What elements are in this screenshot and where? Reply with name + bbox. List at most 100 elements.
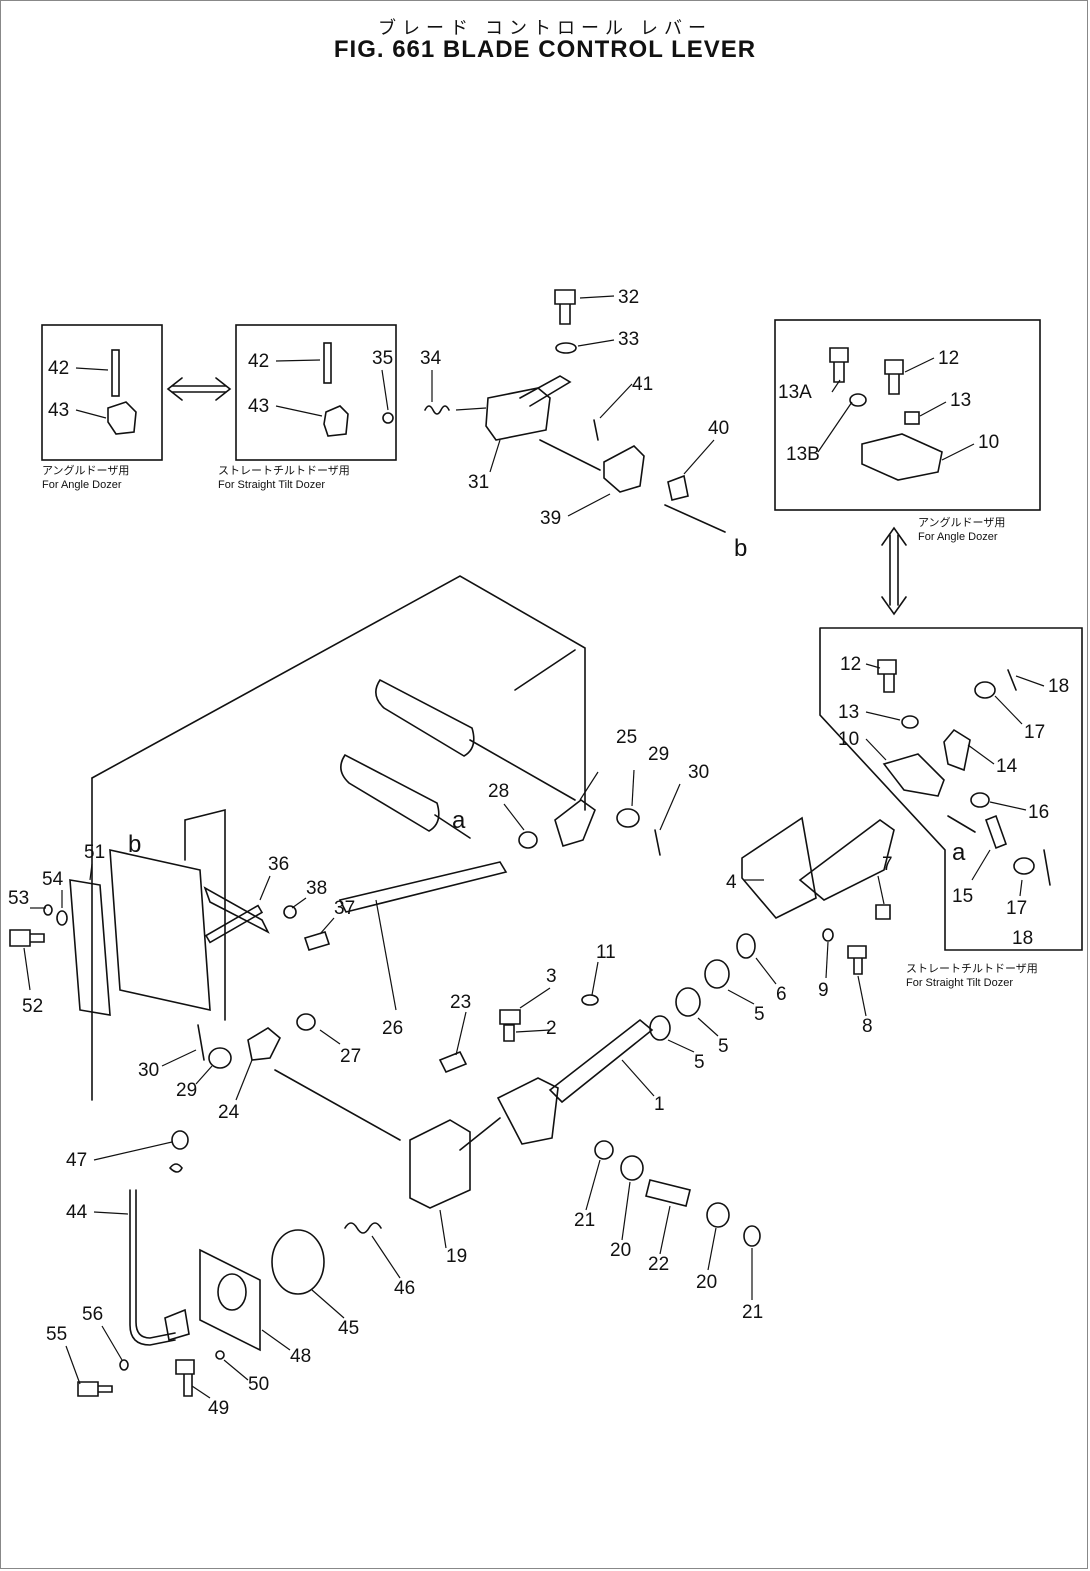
console-top-edge (91, 575, 586, 811)
callout-45: 45 (338, 1318, 359, 1339)
caption-straight-en-bottom: For Straight Tilt Dozer (906, 977, 1013, 989)
lever-44 (129, 1189, 176, 1346)
plate-48-hole (217, 1273, 247, 1311)
callout-51: 51 (84, 842, 105, 863)
callout-21: 21 (574, 1210, 595, 1231)
bolt-52 (9, 929, 45, 947)
washer-56 (119, 1359, 129, 1371)
callout-50: 50 (248, 1374, 269, 1395)
nut-16 (970, 792, 990, 808)
pin-41 (593, 419, 599, 441)
nut-27 (296, 1013, 316, 1031)
callout-44: 44 (66, 1202, 88, 1223)
callout-22: 22 (648, 1254, 669, 1275)
lever-44-bracket (164, 1308, 190, 1342)
callout-13: 13 (950, 390, 971, 411)
pin-22 (645, 1179, 691, 1207)
bolt-49 (175, 1359, 195, 1397)
pin-30-lower (197, 1024, 205, 1061)
bolt-32 (554, 289, 576, 325)
callout-12: 12 (840, 654, 861, 675)
plate-51 (69, 879, 111, 1016)
side-panel (109, 848, 211, 1012)
caption-angle-jp-left: アングルドーザ用 (42, 463, 129, 477)
callout-25: 25 (616, 727, 637, 748)
callout-53: 53 (8, 888, 29, 909)
ref-a-left: a (452, 807, 466, 834)
callout-54: 54 (42, 869, 64, 890)
bracket-1 (496, 1077, 559, 1145)
pin-42-angle (111, 349, 120, 397)
callout-6: 6 (776, 984, 787, 1005)
callout-47: 47 (66, 1150, 87, 1171)
bolt-8 (847, 945, 867, 975)
link-14 (943, 728, 971, 772)
callout-43: 43 (48, 400, 69, 421)
cylinder-upper (375, 678, 475, 757)
callout-18: 18 (1012, 928, 1033, 949)
bracket-4 (741, 816, 817, 919)
rod-36 (203, 886, 270, 934)
callout-46: 46 (394, 1278, 415, 1299)
callout-43: 43 (248, 396, 269, 417)
nut-21-b (743, 1225, 761, 1247)
callout-20: 20 (696, 1272, 717, 1293)
washer-5-c (704, 959, 730, 989)
callout-36: 36 (268, 854, 289, 875)
nut-21-a (594, 1140, 614, 1160)
bolt-13a (829, 347, 849, 383)
callout-24: 24 (218, 1102, 240, 1123)
title-japanese: ブレード コントロール レバー (377, 18, 712, 38)
callout-18: 18 (1048, 676, 1069, 697)
lever-31 (485, 387, 551, 441)
cylinder-lower (340, 753, 440, 832)
nut-17-upper (974, 681, 996, 699)
callout-13a: 13A (778, 382, 812, 403)
pin-2 (503, 1024, 515, 1042)
bracket-10-straight (882, 753, 945, 797)
callout-19: 19 (446, 1246, 467, 1267)
bushing-20-a (620, 1155, 644, 1181)
callout-17: 17 (1006, 898, 1027, 919)
ref-a-leader-left (434, 814, 471, 839)
caption-angle-en-left: For Angle Dozer (42, 479, 122, 491)
callout-7: 7 (882, 854, 893, 875)
rod-26 (338, 861, 508, 913)
ref-a-right: a (952, 839, 966, 866)
bolt-23 (438, 1050, 468, 1074)
washer-33 (555, 342, 577, 354)
pin-30-upper (654, 829, 661, 856)
callout-2: 2 (546, 1018, 557, 1039)
washer-53 (43, 904, 53, 916)
plate-48 (199, 1248, 261, 1352)
spring-34 (424, 405, 450, 415)
ring-35 (382, 412, 394, 424)
knob-47 (171, 1130, 189, 1150)
callout-41: 41 (632, 374, 653, 395)
washer-5-b (675, 987, 701, 1017)
caption-angle-jp-right: アングルドーザ用 (918, 515, 1005, 529)
callout-56: 56 (82, 1304, 103, 1325)
callout-35: 35 (372, 348, 393, 369)
caption-straight-jp-bottom: ストレートチルトドーザ用 (906, 962, 1038, 975)
callout-32: 32 (618, 287, 639, 308)
callout-15: 15 (952, 886, 973, 907)
double-arrow-horizontal (166, 377, 232, 401)
callout-27: 27 (340, 1046, 361, 1067)
washer-54 (56, 910, 68, 926)
callout-31: 31 (468, 472, 489, 493)
caption-angle-en-right: For Angle Dozer (918, 531, 998, 543)
ref-b-upper: b (734, 535, 747, 562)
callout-20: 20 (610, 1240, 631, 1261)
caption-straight-en-top: For Straight Tilt Dozer (218, 479, 325, 491)
callout-9: 9 (818, 980, 829, 1001)
callout-30: 30 (688, 762, 709, 783)
callout-14: 14 (996, 756, 1018, 777)
callout-26: 26 (382, 1018, 403, 1039)
clevis-25 (554, 799, 596, 847)
bolt-7 (875, 904, 891, 920)
clevis-24 (247, 1027, 281, 1061)
callout-12: 12 (938, 348, 959, 369)
